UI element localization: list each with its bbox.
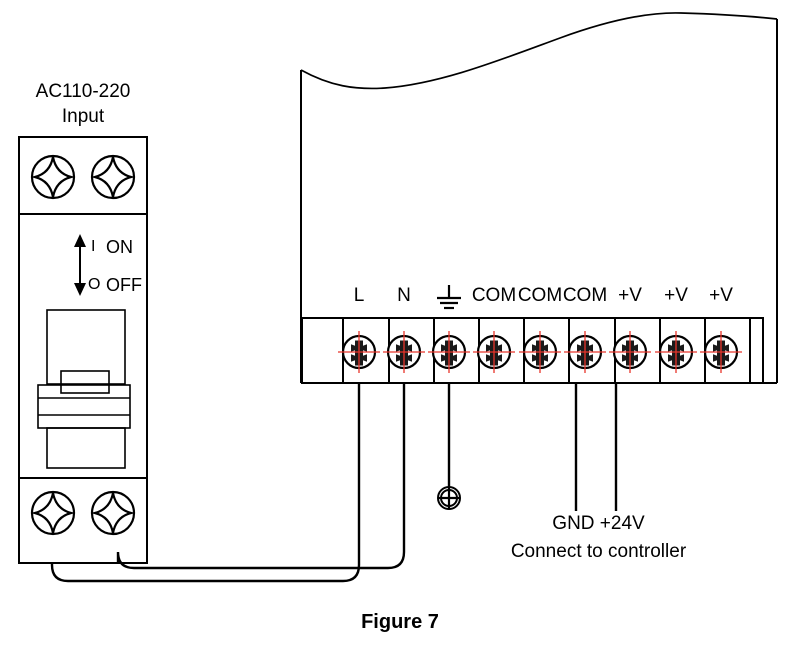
figure-caption: Figure 7: [361, 611, 439, 633]
terminal-screw-L[interactable]: [338, 331, 380, 373]
terminal-block: [301, 317, 764, 384]
terminal-label-com-1: COM: [471, 285, 517, 306]
breaker-bottom-screw-right[interactable]: [90, 490, 136, 536]
breaker-bottom-screw-left[interactable]: [30, 490, 76, 536]
terminal-label-v-1: +V: [618, 285, 642, 306]
ground-wire: [437, 383, 461, 510]
break-line: [300, 12, 778, 90]
terminal-screw-com-1[interactable]: [473, 331, 515, 373]
lever-lower-body: [46, 427, 126, 469]
lever-grip-block: [37, 384, 131, 429]
terminal-label-com-3: COM: [562, 285, 608, 306]
mains-wires: [50, 383, 406, 583]
switch-off-mark: O: [88, 276, 101, 293]
breaker-outline: [18, 136, 148, 564]
terminal-screw-v-3[interactable]: [700, 331, 742, 373]
terminal-screw-ground[interactable]: [428, 331, 470, 373]
terminal-screw-com-2[interactable]: [519, 331, 561, 373]
terminal-label-com-2: COM: [517, 285, 563, 306]
wire-line-N: [116, 383, 406, 570]
terminal-label-v-2: +V: [664, 285, 688, 306]
on-off-arrow-icon: [74, 234, 86, 296]
lever-tab: [60, 370, 110, 394]
wire-line-L: [50, 383, 361, 583]
terminal-label-v-3: +V: [709, 285, 733, 306]
lever-upper-body: [46, 309, 126, 385]
gnd-24v-annotation: GND +24V: [552, 513, 645, 534]
controller-wires: [574, 383, 618, 511]
terminal-label-N: N: [397, 285, 411, 306]
terminal-block-outline: [301, 317, 764, 384]
circuit-breaker: [18, 136, 148, 564]
breaker-title-line1: AC110-220: [35, 81, 131, 102]
breaker-top-screw-left[interactable]: [30, 154, 76, 200]
terminal-label-L: L: [353, 285, 365, 306]
breaker-toggle-lever[interactable]: [37, 309, 131, 469]
switch-off-label: OFF: [106, 275, 142, 295]
breaker-top-screw-right[interactable]: [90, 154, 136, 200]
connect-to-controller-annotation: Connect to controller: [510, 541, 687, 562]
terminal-screw-v-1[interactable]: [609, 331, 651, 373]
terminal-screw-N[interactable]: [383, 331, 425, 373]
earth-ground-symbol-icon: [437, 285, 461, 310]
terminal-screw-v-2[interactable]: [655, 331, 697, 373]
switch-on-mark: I: [91, 238, 96, 255]
breaker-title-line2: Input: [61, 106, 105, 127]
switch-on-label: ON: [106, 237, 133, 257]
terminal-screw-com-3[interactable]: [564, 331, 606, 373]
